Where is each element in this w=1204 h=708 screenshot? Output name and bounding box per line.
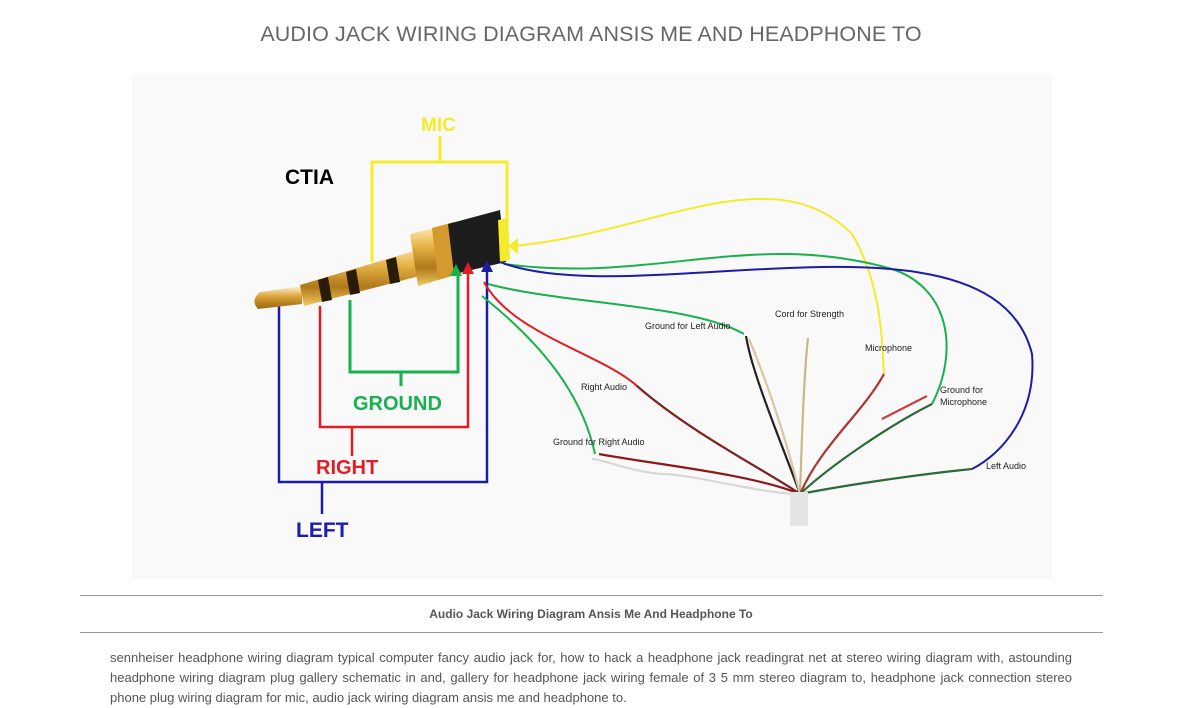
ground-right-audio-label: Ground for Right Audio (553, 437, 645, 447)
figure-caption: Audio Jack Wiring Diagram Ansis Me And H… (429, 607, 753, 621)
arrow-heads (450, 238, 518, 276)
cable-sheath (790, 492, 808, 526)
right-audio-label: Right Audio (581, 382, 627, 392)
caption-bottom-divider (80, 632, 1103, 633)
ground-microphone-label-line2: Microphone (940, 397, 987, 407)
left-bracket (277, 264, 489, 514)
wiring-diagram-figure: CTIA MIC GROUND RIGHT LEFT Ground for Le… (132, 74, 1052, 579)
cord-strength-label: Cord for Strength (775, 309, 844, 319)
right-label: RIGHT (316, 457, 378, 479)
right-bracket (318, 264, 470, 456)
microphone-label: Microphone (865, 343, 912, 353)
cable-wire-fan (591, 335, 973, 496)
ground-microphone-label-line1: Ground for (940, 385, 983, 395)
left-audio-label: Left Audio (986, 461, 1026, 471)
mic-label: MIC (421, 115, 456, 136)
ground-bracket (348, 264, 460, 386)
wiring-diagram: CTIA MIC GROUND RIGHT LEFT Ground for Le… (254, 115, 1034, 542)
ground-left-audio-label: Ground for Left Audio (645, 321, 731, 331)
ground-label: GROUND (353, 393, 442, 415)
mic-bracket (370, 136, 509, 262)
page-title: AUDIO JACK WIRING DIAGRAM ANSIS ME AND H… (260, 22, 922, 46)
caption-top-divider (80, 595, 1103, 596)
audio-jack-plug (254, 210, 510, 309)
article-body-text: sennheiser headphone wiring diagram typi… (110, 650, 1072, 705)
wire-leads (481, 198, 1034, 470)
standard-label: CTIA (285, 166, 334, 189)
left-label: LEFT (296, 519, 349, 542)
